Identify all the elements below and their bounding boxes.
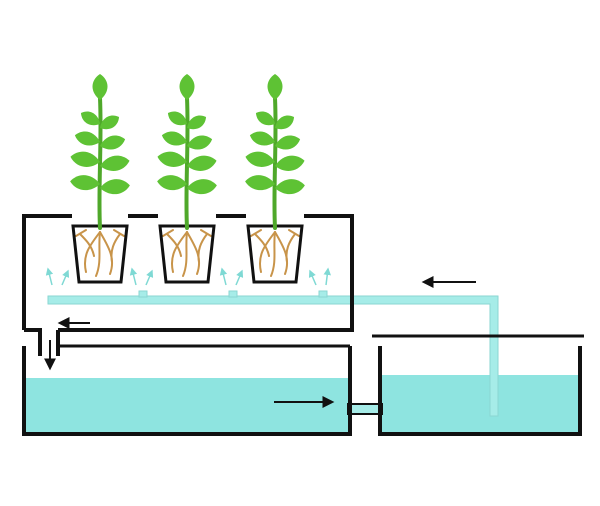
leaf bbox=[70, 175, 100, 191]
root bbox=[79, 233, 95, 257]
mist-spray-arrow bbox=[129, 267, 138, 286]
leaf bbox=[74, 131, 100, 146]
root bbox=[182, 231, 188, 277]
stem bbox=[97, 96, 103, 230]
leaf bbox=[100, 115, 120, 130]
flow-arrows bbox=[44, 276, 476, 408]
reservoir-tank bbox=[372, 334, 584, 436]
leaf bbox=[100, 179, 130, 195]
root bbox=[95, 231, 101, 277]
leaf bbox=[275, 135, 301, 150]
mist-spray-arrow bbox=[308, 269, 317, 286]
leaf bbox=[275, 179, 305, 195]
mist-nozzle bbox=[318, 290, 328, 298]
leaf bbox=[167, 111, 187, 126]
leaf bbox=[249, 131, 275, 146]
leaf bbox=[100, 155, 130, 171]
root bbox=[197, 233, 208, 263]
leaf bbox=[187, 115, 207, 130]
root bbox=[75, 229, 87, 237]
roots bbox=[75, 229, 125, 277]
plants-group bbox=[70, 74, 305, 284]
collection-tank-water bbox=[26, 378, 348, 432]
root bbox=[254, 233, 270, 257]
root bbox=[200, 229, 212, 237]
mist-spray-arrow bbox=[323, 267, 331, 286]
leaf bbox=[179, 74, 195, 100]
stem bbox=[184, 96, 190, 230]
leaf bbox=[161, 131, 187, 146]
leaf bbox=[275, 155, 305, 171]
leaf bbox=[157, 151, 187, 167]
root bbox=[250, 229, 262, 237]
mist-nozzle bbox=[228, 290, 238, 298]
leaf bbox=[100, 135, 126, 150]
net-pot bbox=[158, 224, 216, 284]
leaf bbox=[267, 74, 283, 100]
leaf bbox=[157, 175, 187, 191]
roots bbox=[162, 229, 212, 277]
roots bbox=[250, 229, 300, 277]
foliage bbox=[157, 74, 217, 195]
leaf bbox=[245, 175, 275, 191]
stem bbox=[272, 96, 278, 230]
root bbox=[171, 231, 188, 273]
root bbox=[259, 231, 276, 273]
foliage bbox=[70, 74, 130, 195]
root bbox=[113, 229, 125, 237]
reservoir-tank-water bbox=[382, 375, 578, 432]
net-pot bbox=[246, 224, 304, 284]
mist-spray-arrow bbox=[45, 267, 54, 286]
plant bbox=[245, 74, 305, 284]
root bbox=[110, 233, 121, 263]
leaf bbox=[187, 179, 217, 195]
leaf bbox=[80, 111, 100, 126]
leaf bbox=[187, 135, 213, 150]
root bbox=[270, 231, 276, 277]
mist-spray-arrow bbox=[145, 269, 154, 286]
root bbox=[285, 233, 296, 263]
root bbox=[274, 231, 289, 275]
mist-spray-arrow bbox=[235, 269, 244, 286]
plant bbox=[70, 74, 130, 284]
root bbox=[84, 231, 101, 273]
leaf bbox=[255, 111, 275, 126]
leaf bbox=[70, 151, 100, 167]
root bbox=[166, 233, 182, 257]
foliage bbox=[245, 74, 305, 195]
root bbox=[99, 231, 114, 275]
connector-pipe bbox=[347, 403, 383, 415]
leaf bbox=[92, 74, 108, 100]
net-pot bbox=[71, 224, 129, 284]
spray-manifold bbox=[47, 290, 499, 417]
root bbox=[288, 229, 300, 237]
mist-spray-arrow bbox=[61, 269, 70, 286]
root bbox=[186, 231, 201, 275]
grow-chamber bbox=[22, 214, 354, 356]
plant bbox=[157, 74, 217, 284]
leaf bbox=[275, 115, 295, 130]
mist-nozzle bbox=[138, 290, 148, 298]
leaf bbox=[245, 151, 275, 167]
collection-tank bbox=[22, 344, 352, 436]
root bbox=[162, 229, 174, 237]
leaf bbox=[187, 155, 217, 171]
mist-group bbox=[45, 267, 331, 286]
mist-spray-arrow bbox=[219, 267, 228, 286]
